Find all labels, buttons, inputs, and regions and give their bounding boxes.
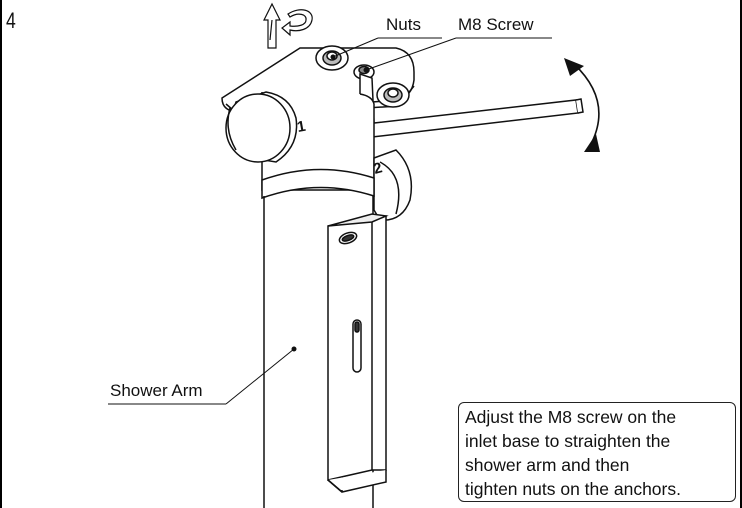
instruction-box: Adjust the M8 screw on the inlet base to… [458,402,736,502]
lift-arrow-icon [263,2,281,49]
nut-right [376,82,410,108]
right-border-line [740,0,742,508]
nuts-pointer-dot [330,54,336,60]
instruction-line-3: shower arm and then [465,455,630,475]
screw-pointer-dot [363,67,369,73]
arm-pointer-dot [291,346,297,352]
arrow-head-bottom-icon [584,134,600,152]
inlet-base-hub [225,91,413,221]
instruction-line-2: inlet base to straighten the [465,431,671,451]
left-border-line [0,0,2,508]
instruction-line-1: Adjust the M8 screw on the [465,407,677,427]
instruction-line-4: tighten nuts on the anchors. [465,479,681,499]
rotate-double-arrow-icon [573,63,600,143]
anchor-bracket [327,213,389,493]
marker-1: 1 [296,118,307,136]
m8-screw-label: M8 Screw [458,15,534,34]
rotate-arrow-icon [281,9,313,37]
arrow-head-top-icon [564,58,584,76]
step-number: 4 [6,8,16,33]
leader-lines [108,37,552,405]
shower-arm-label: Shower Arm [110,381,203,400]
nuts-label: Nuts [386,15,421,34]
